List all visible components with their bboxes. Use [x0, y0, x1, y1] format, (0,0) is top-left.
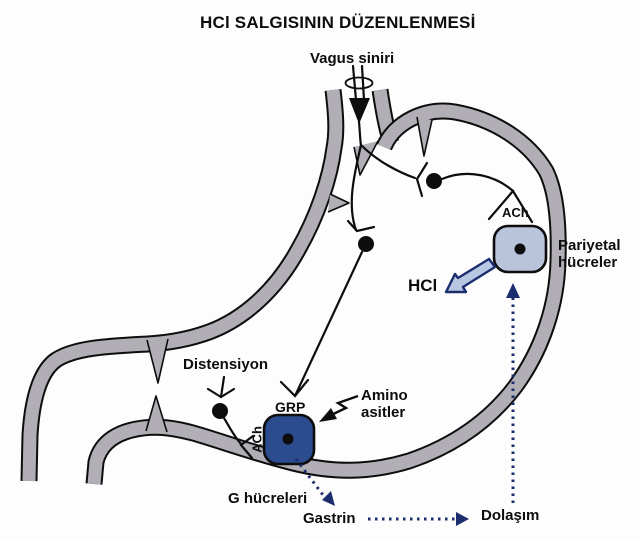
gastrin-pathway-arrowheads: [322, 283, 520, 526]
label-vagus-nerve: Vagus siniri: [310, 50, 395, 67]
wall-folds: [145, 116, 433, 433]
pyloric-fold-top: [146, 338, 169, 384]
nerve-cut-ellipse: [344, 76, 374, 90]
lesser-curvature-wall: [20, 88, 345, 482]
trunk-continuation: [357, 120, 363, 147]
grp-terminal-fork: [279, 378, 310, 398]
amino-acids-arrow: [319, 394, 359, 422]
vagus-arrowhead: [349, 98, 370, 124]
gastrin-pathway: [294, 296, 515, 521]
receptor-stem: [219, 375, 226, 399]
stomach-outline: [20, 88, 567, 485]
synapse2-fork: [346, 219, 376, 233]
arrowhead-down-right: [322, 491, 335, 506]
arrowhead-up: [506, 283, 520, 298]
gcell-to-gastrin-dots: [294, 458, 325, 496]
label-parietal-cells: Pariyetal hücreler: [558, 237, 621, 272]
fiber-to-parietal: [440, 172, 515, 193]
ach-terminal-parietal-fork: [487, 189, 534, 224]
page-title: HCl SALGISININ DÜZENLENMESİ: [200, 13, 476, 32]
synapse1-fork: [415, 161, 429, 198]
label-hcl: HCl: [408, 276, 438, 295]
g-cell-nucleus-dot: [282, 433, 294, 445]
hcl-secretion-arrow: [444, 257, 497, 294]
label-circulation: Dolaşım: [481, 507, 540, 524]
vagus-trunk-line-2: [360, 64, 366, 102]
synapse1-soma: [426, 173, 442, 189]
label-ach-gcell: ACh: [249, 426, 265, 453]
distension-receptor: [206, 375, 255, 460]
receptor-fiber: [222, 416, 243, 446]
parietal-cell: [492, 224, 548, 274]
vagus-nerve: [206, 64, 534, 460]
ach-terminal-gcell-fork: [239, 434, 255, 460]
label-distension: Distensiyon: [183, 356, 269, 373]
label-amino-acids: Amino asitler: [361, 387, 408, 422]
arrowhead-right: [456, 512, 469, 526]
pyloric-fold-bottom: [145, 395, 168, 433]
fundus-fold: [416, 116, 433, 157]
greater-curvature-wall: [85, 102, 567, 485]
label-gastrin: Gastrin: [303, 510, 356, 527]
vagus-trunk-line-1: [351, 64, 358, 102]
receptor-arms: [206, 387, 236, 399]
synapse2-soma: [358, 236, 374, 252]
receptor-soma: [212, 403, 228, 419]
label-grp: GRP: [275, 399, 306, 415]
lesser-curve-fold: [327, 193, 350, 213]
g-cell: [262, 413, 316, 466]
branch-descending: [350, 143, 363, 232]
fiber-to-gcell: [293, 250, 364, 398]
branch-to-fundus-synapse: [359, 143, 417, 180]
label-g-cells: G hücreleri: [228, 490, 308, 507]
label-ach-parietal: ACh: [502, 205, 529, 220]
parietal-nucleus-dot: [514, 243, 526, 255]
amino-arrowhead: [319, 408, 337, 422]
